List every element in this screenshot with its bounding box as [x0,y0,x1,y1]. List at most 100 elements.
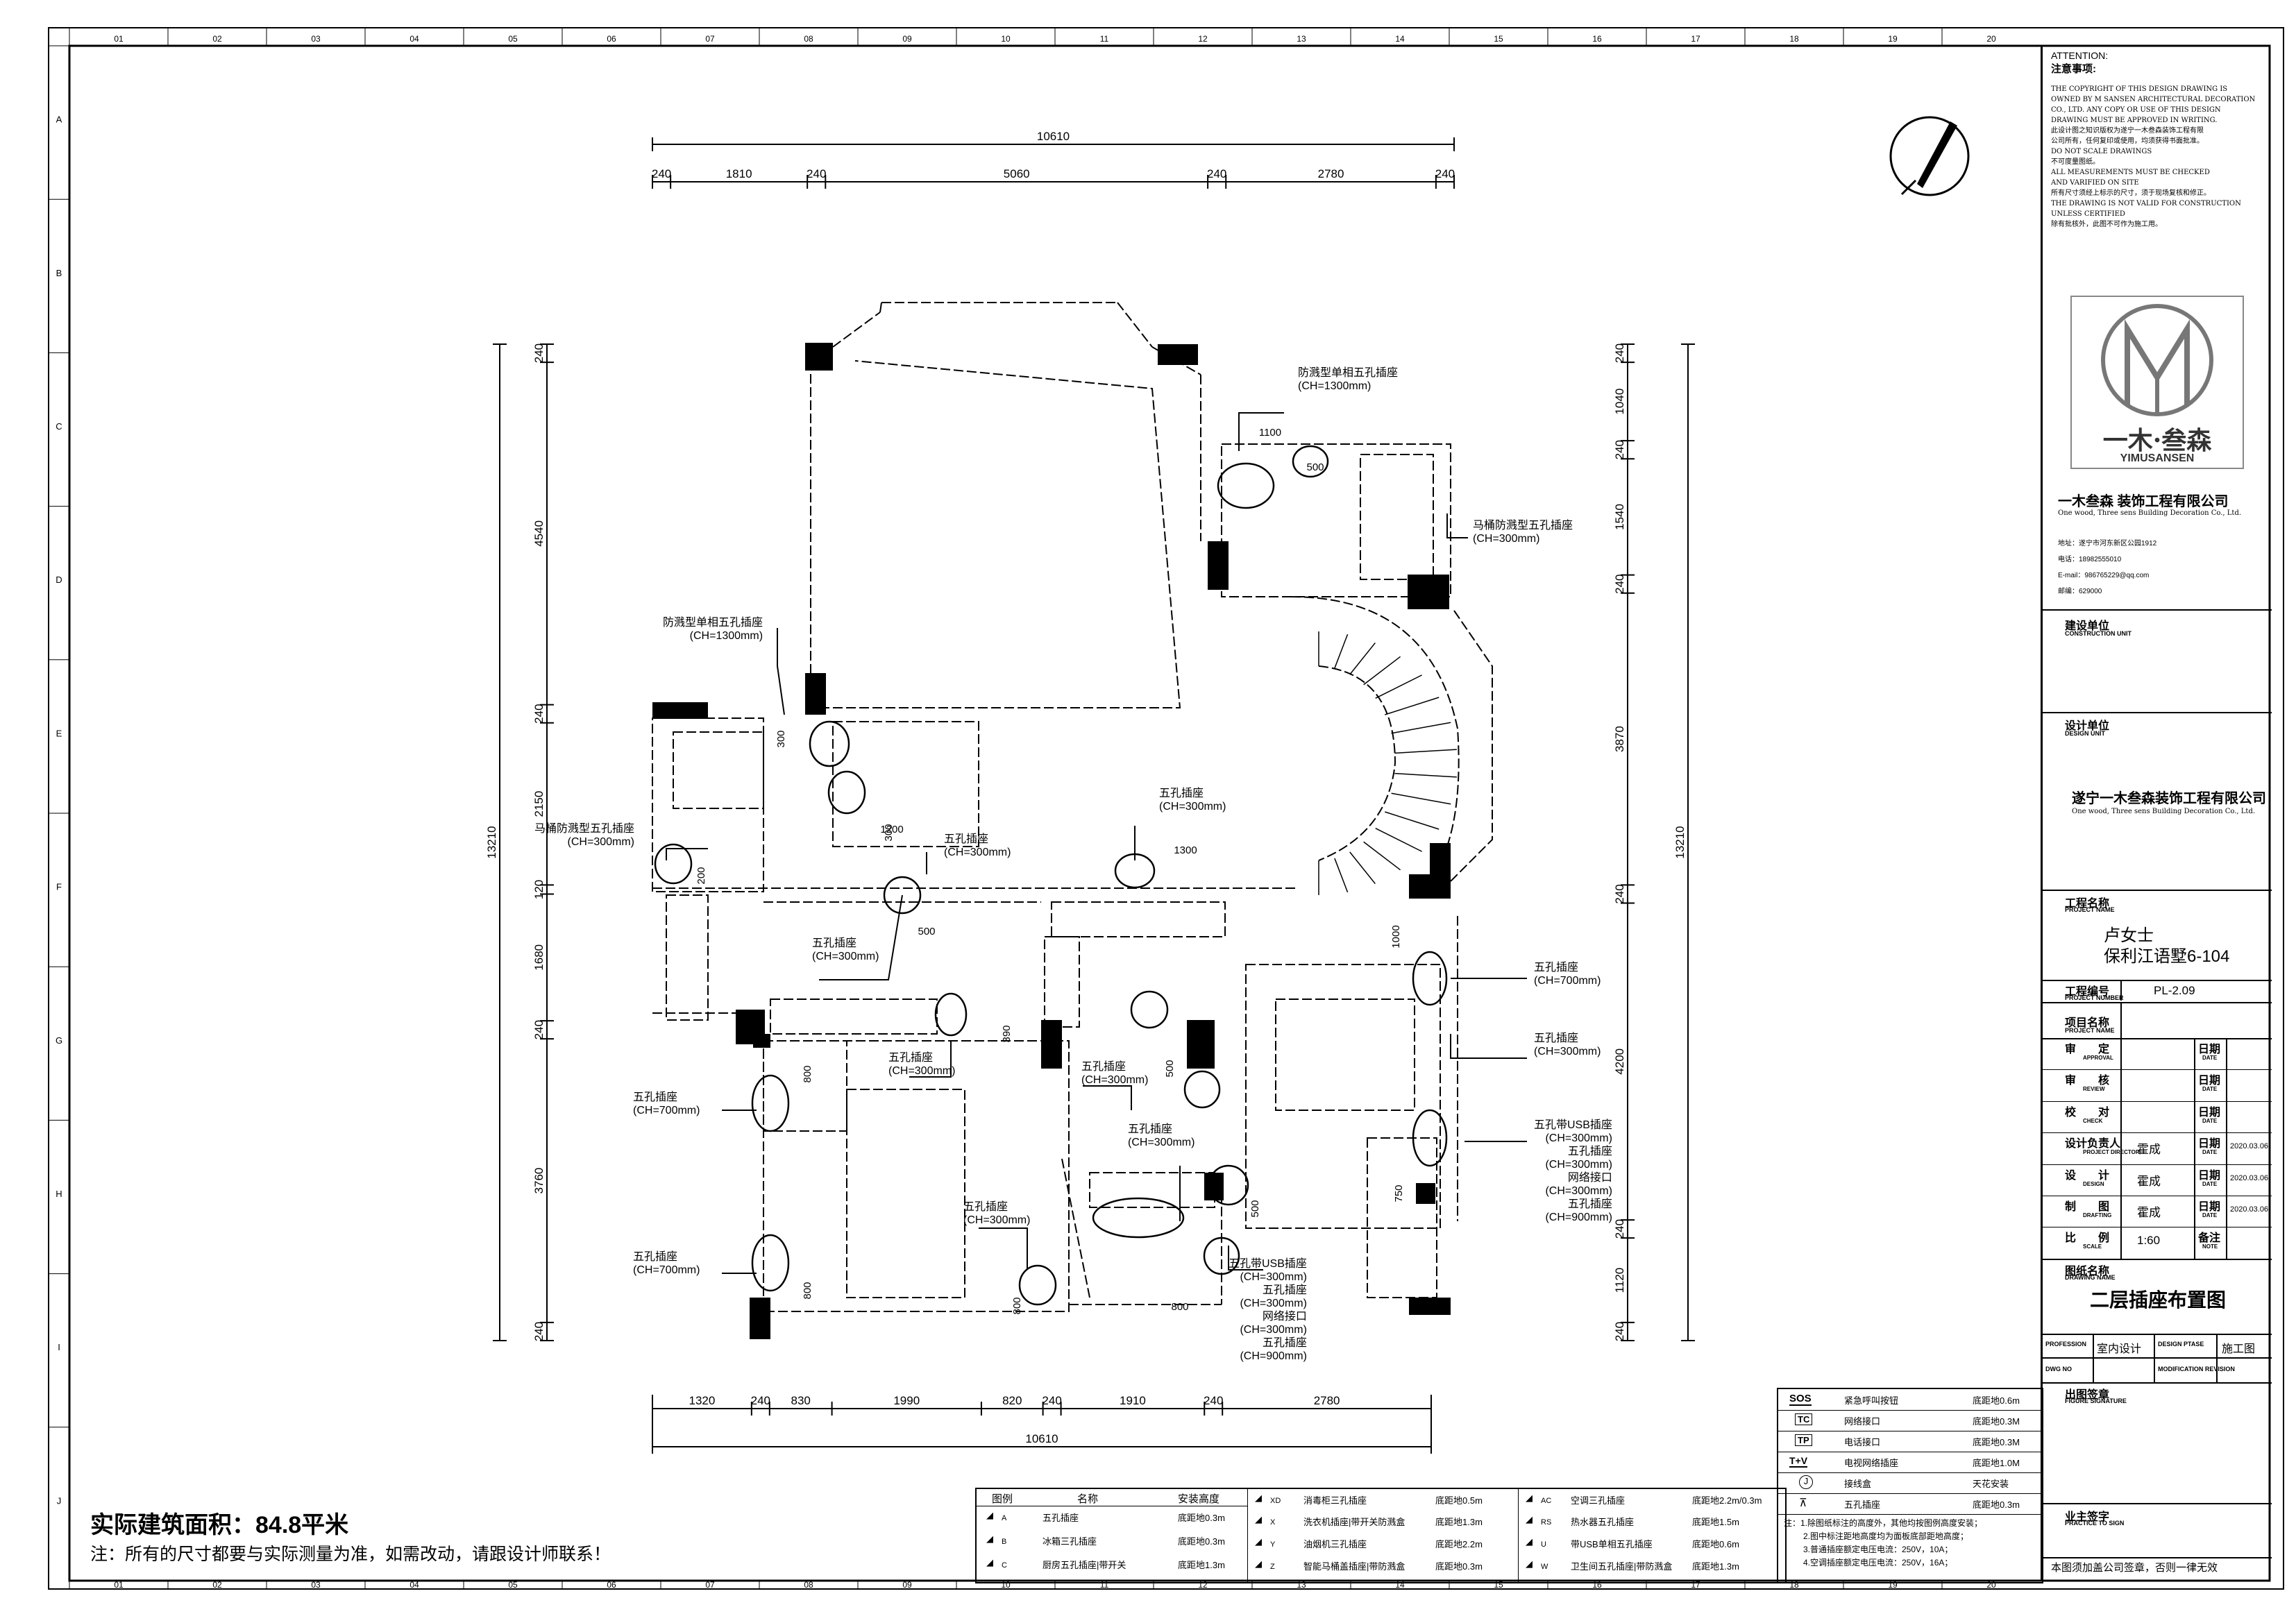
dimension-label: 240 [652,167,671,180]
dimension-label: 3760 [532,1168,546,1194]
outlet-symbols [654,445,1448,1306]
legend-name: 智能马桶盖插座|带防溅盒 [1303,1561,1406,1572]
legend-name: 卫生间五孔插座|带防溅盒 [1571,1561,1673,1572]
attention-line: 此设计图之知识版权为遂宁一木叁森装饰工程有限 [2051,127,2204,135]
inner-dimension: 500 [1249,1200,1261,1217]
annotation-title: 五孔插座 [1159,788,1204,799]
outlet-symbol [1183,1070,1221,1109]
annotation-socket-14: 五孔插座 (CH=300mm) [963,1200,1030,1227]
legend-col2: ◢XD 消毒柜三孔插座 底距地0.5m ◢X 洗衣机插座|带开关防溅盒 底距地1… [1247,1489,1519,1582]
dimension-lines [493,137,1695,1454]
date-label: 备注 [2198,1232,2221,1245]
inner-dimension: 500 [1306,461,1324,473]
dimension-label: 240 [532,343,546,363]
legend-row: SOS 紧急呼叫按钮 底距地0.6m [1778,1389,2042,1411]
column-marker: 11 [1100,34,1109,44]
north-arrow [1889,116,1970,196]
multi-annotation-right: 五孔带USB插座 (CH=300mm) 五孔插座 (CH=300mm) 网络接口… [1534,1119,1612,1224]
annotation-leaders [666,412,1527,1274]
legend-row: ◢U 带USB单相五孔插座 底距地0.6m [1519,1535,1786,1554]
annotation-title: 五孔插座 [1128,1123,1173,1135]
legend-height: 底距地0.3M [1973,1416,2020,1427]
sign-label: 校 对 [2065,1106,2110,1119]
inner-dimension: 1200 [880,824,903,835]
drawing-name-label: 图纸名称 [2065,1266,2110,1277]
legend-table-2: SOS 紧急呼叫按钮 底距地0.6m TC 网络接口 底距地0.3M TP 电话… [1777,1388,2043,1583]
stair-treads [1318,631,1457,895]
dimension-label: 120 [532,880,546,899]
annotation-line: 五孔插座 [1567,1198,1612,1210]
annotation-title: 五孔插座 [888,1052,934,1064]
legend-name: 油烟机三孔插座 [1303,1539,1367,1549]
attention-line: THE DRAWING IS NOT VALID FOR CONSTRUCTIO… [2051,200,2241,207]
attention-line: 除有批核外，此图不可作为施工用。 [2051,221,2162,228]
outlet-symbol-icon: ◢ [1526,1536,1533,1547]
annotation-title: 五孔插座 [944,833,989,845]
column-markers: 0101020203030404050506060707080809091010… [69,28,1996,1590]
inner-dimension: 500 [918,926,935,937]
wall-columns [652,343,1451,1339]
legend-header-height: 安装高度 [1178,1493,1220,1505]
column-marker: 01 [114,1580,124,1590]
sign-label: 审 定 [2065,1044,2110,1055]
building-area: 实际建筑面积：84.8平米 [90,1512,349,1538]
legend-name: 五孔插座 [1043,1513,1079,1523]
legend-row: T+V 电视网络插座 底距地1.0M [1778,1452,2042,1473]
sign-label: 设 计 [2065,1169,2110,1182]
column-marker: 06 [607,1580,616,1590]
legend-row: ◢B 冰箱三孔插座 底距地0.3m [977,1532,1247,1553]
dimension-label: 240 [1042,1394,1061,1407]
legend-height: 底距地0.6m [1692,1539,1739,1549]
legend-row: TC 网络接口 底距地0.3M [1778,1410,2042,1431]
dimension-label: 240 [532,704,546,723]
general-note: 注：所有的尺寸都要与实际测量为准，如需改动，请跟设计师联系！ [90,1544,611,1564]
title-block: ATTENTION: 注意事项: THE COPYRIGHT OF THIS D… [2041,46,2272,1581]
legend-row: ◢W 卫生间五孔插座|带防溅盒 底距地1.3m [1519,1557,1786,1577]
attention-line: CO., LTD. ANY COPY OR USE OF THIS DESIGN [2051,106,2221,114]
sign-label: 设计负责人 [2065,1138,2121,1150]
column-marker: 09 [902,34,912,44]
outlet-symbol-icon: ◢ [1255,1493,1262,1503]
attention-line: DO NOT SCALE DRAWINGS [2051,148,2152,155]
project-name-label: 工程名称 [2065,898,2110,910]
annotation-height: (CH=300mm) [944,847,1011,858]
logo-text-cn: 一木·叁森 [2102,426,2212,455]
annotation-socket-1: 防溅型单相五孔插座 (CH=1300mm) [1298,366,1398,393]
row-marker: B [56,268,62,278]
annotation-line: (CH=300mm) [1545,1132,1612,1144]
inner-dimension: 300 [775,730,787,747]
legend-code: X [1270,1518,1276,1527]
design-unit-label: 设计单位 [2065,720,2110,732]
dimension-label: 240 [1613,440,1626,459]
column-marker: 09 [902,1580,912,1590]
modification-label: MODIFICATION REVISION [2158,1366,2235,1373]
sign-label-en: DESIGN [2083,1180,2104,1187]
column-marker: 03 [311,34,321,44]
legend-name: 电视网络插座 [1844,1458,1899,1468]
sign-label-en: CHECK [2083,1117,2103,1124]
annotation-socket-2: 马桶防溅型五孔插座 (CH=300mm) [1473,519,1573,545]
drawing-name-label-en: DRAWING NAME [2065,1274,2116,1281]
outlet-symbol-icon: ◢ [986,1510,993,1520]
annotation-height: (CH=300mm) [1159,801,1226,813]
annotation-title: 马桶防溅型五孔插座 [1473,520,1573,532]
column-marker: 08 [804,34,813,44]
annotation-height: (CH=300mm) [1534,1046,1601,1057]
construction-unit-label-en: CONSTRUCTION UNIT [2065,630,2132,637]
logo-mark-icon [2101,304,2213,416]
sign-value: 1:60 [2137,1234,2161,1248]
legend-name: 洗衣机插座|带开关防溅盒 [1303,1517,1406,1527]
annotation-height: (CH=1300mm) [689,630,763,642]
sign-value: 霍成 [2137,1206,2161,1219]
annotation-title: 五孔插座 [633,1091,678,1103]
company-name: 一木叁森 装饰工程有限公司 [2058,494,2229,509]
dimension-total: 10610 [1025,1432,1058,1445]
legend-height: 天花安装 [1973,1479,2009,1489]
legend-code: A [1002,1514,1007,1522]
attention-line: DRAWING MUST BE APPROVED IN WRITING. [2051,117,2218,124]
column-marker: 05 [508,34,518,44]
annotation-height: (CH=300mm) [567,836,635,848]
dimension-label: 5060 [1004,167,1030,180]
annotation-socket-10: 五孔插座 (CH=300mm) [1534,1032,1601,1058]
